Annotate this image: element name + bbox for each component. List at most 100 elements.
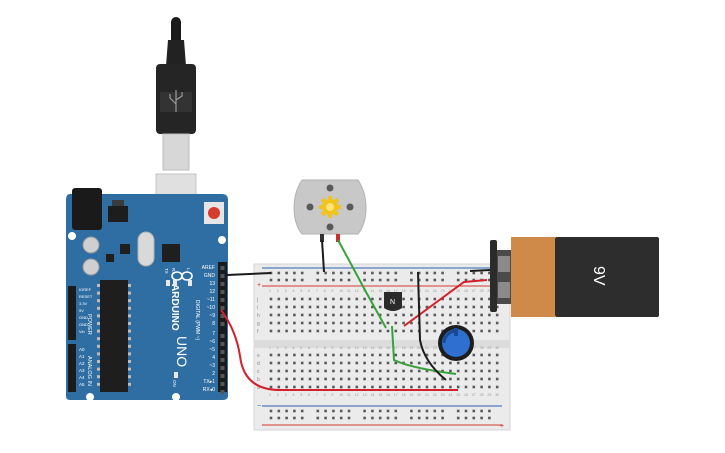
header-pin-hole[interactable] [220,290,225,294]
header-pin-hole[interactable] [220,350,225,354]
breadboard-hole[interactable] [371,305,374,309]
breadboard-hole[interactable] [269,353,273,357]
breadboard-hole[interactable] [495,329,499,333]
breadboard-hole[interactable] [339,369,343,373]
rail-hole[interactable] [347,409,351,413]
breadboard-hole[interactable] [300,385,304,389]
rail-hole[interactable] [300,278,304,282]
rail-hole[interactable] [371,278,374,282]
breadboard-hole[interactable] [324,321,327,325]
header-pin-hole[interactable] [220,314,225,318]
breadboard-hole[interactable] [269,361,273,365]
breadboard-hole[interactable] [410,385,413,389]
rail-hole[interactable] [425,278,429,282]
rail-hole[interactable] [488,409,491,413]
rail-hole[interactable] [332,271,335,275]
breadboard-hole[interactable] [285,385,288,389]
rail-hole[interactable] [371,271,374,275]
rail-hole[interactable] [339,416,343,420]
breadboard-hole[interactable] [355,385,359,389]
rail-hole[interactable] [441,416,444,420]
breadboard-hole[interactable] [495,321,499,325]
breadboard-hole[interactable] [347,321,351,325]
breadboard-hole[interactable] [339,313,343,317]
breadboard-hole[interactable] [308,313,312,317]
breadboard-hole[interactable] [324,385,327,389]
rail-hole[interactable] [433,409,437,413]
breadboard-hole[interactable] [488,361,491,365]
breadboard-hole[interactable] [363,361,366,365]
breadboard-hole[interactable] [441,313,444,317]
breadboard-hole[interactable] [464,305,468,309]
rail-hole[interactable] [425,416,429,420]
rail-hole[interactable] [386,278,390,282]
rail-hole[interactable] [472,409,476,413]
breadboard-hole[interactable] [371,361,374,365]
breadboard-hole[interactable] [378,329,382,333]
breadboard-hole[interactable] [402,305,405,309]
rail-hole[interactable] [410,278,413,282]
header-pin-hole[interactable] [220,274,225,278]
breadboard-hole[interactable] [417,385,421,389]
breadboard-hole[interactable] [293,385,296,389]
breadboard-hole[interactable] [410,377,413,381]
header-pin-hole[interactable] [220,390,225,394]
breadboard-hole[interactable] [417,353,421,357]
breadboard-hole[interactable] [441,361,444,365]
breadboard-hole[interactable] [480,313,483,317]
breadboard-hole[interactable] [495,377,499,381]
rail-hole[interactable] [347,271,351,275]
rail-hole[interactable] [441,278,444,282]
rail-hole[interactable] [363,278,366,282]
breadboard-hole[interactable] [472,329,476,333]
breadboard-hole[interactable] [464,385,468,389]
breadboard-hole[interactable] [378,361,382,365]
breadboard-hole[interactable] [472,369,476,373]
breadboard-hole[interactable] [488,321,491,325]
breadboard-hole[interactable] [441,305,444,309]
rail-hole[interactable] [433,271,437,275]
breadboard-hole[interactable] [472,297,476,301]
breadboard-hole[interactable] [495,385,499,389]
rail-hole[interactable] [371,409,374,413]
breadboard-hole[interactable] [300,353,304,357]
breadboard-hole[interactable] [324,313,327,317]
breadboard-hole[interactable] [316,297,320,301]
breadboard-hole[interactable] [449,369,452,373]
potentiometer[interactable] [438,325,474,361]
rail-hole[interactable] [394,409,398,413]
breadboard-hole[interactable] [472,353,476,357]
header-pin-hole[interactable] [220,334,225,338]
breadboard-hole[interactable] [347,377,351,381]
breadboard-hole[interactable] [410,361,413,365]
rail-hole[interactable] [441,409,444,413]
breadboard-hole[interactable] [386,313,390,317]
breadboard-hole[interactable] [277,385,281,389]
breadboard-hole[interactable] [269,313,273,317]
breadboard-hole[interactable] [339,321,343,325]
rail-hole[interactable] [285,409,288,413]
breadboard-hole[interactable] [456,369,460,373]
breadboard-hole[interactable] [456,361,460,365]
breadboard-hole[interactable] [371,297,374,301]
breadboard-hole[interactable] [394,377,398,381]
rail-hole[interactable] [316,416,320,420]
breadboard-hole[interactable] [324,361,327,365]
breadboard-hole[interactable] [316,321,320,325]
breadboard-hole[interactable] [285,353,288,357]
breadboard-hole[interactable] [324,377,327,381]
breadboard-hole[interactable] [402,353,405,357]
rail-hole[interactable] [378,416,382,420]
breadboard-hole[interactable] [355,361,359,365]
rail-hole[interactable] [464,271,468,275]
breadboard-hole[interactable] [332,361,335,365]
rail-hole[interactable] [269,409,273,413]
breadboard-hole[interactable] [293,297,296,301]
rail-hole[interactable] [332,409,335,413]
breadboard-hole[interactable] [339,385,343,389]
breadboard-hole[interactable] [402,329,405,333]
breadboard-hole[interactable] [472,377,476,381]
rail-hole[interactable] [339,271,343,275]
breadboard-hole[interactable] [347,305,351,309]
breadboard-hole[interactable] [402,377,405,381]
